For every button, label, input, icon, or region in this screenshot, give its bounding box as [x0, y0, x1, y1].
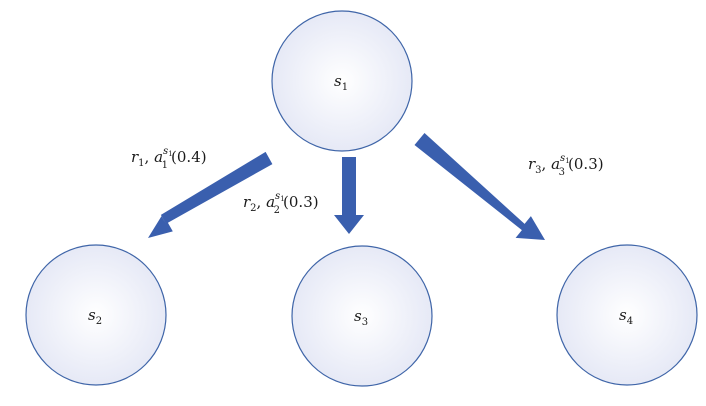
arrow-s1-to-s3: [334, 157, 364, 234]
node-s4-circle: [556, 244, 698, 386]
node-s2-label: s2: [88, 306, 102, 327]
node-s4: s4: [556, 244, 698, 386]
node-s1-circle: [271, 10, 413, 152]
arrow-s1-to-s4: [414, 133, 545, 240]
node-s1-label: s1: [334, 72, 348, 93]
node-s2-circle: [25, 244, 167, 386]
node-s3-circle: [291, 245, 433, 387]
node-s2: s2: [25, 244, 167, 386]
arrow-s1-to-s2: [148, 151, 273, 238]
node-s3-label: s3: [354, 307, 368, 328]
node-s4-label: s4: [619, 306, 633, 327]
node-s3: s3: [291, 245, 433, 387]
node-s1: s1: [271, 10, 413, 152]
